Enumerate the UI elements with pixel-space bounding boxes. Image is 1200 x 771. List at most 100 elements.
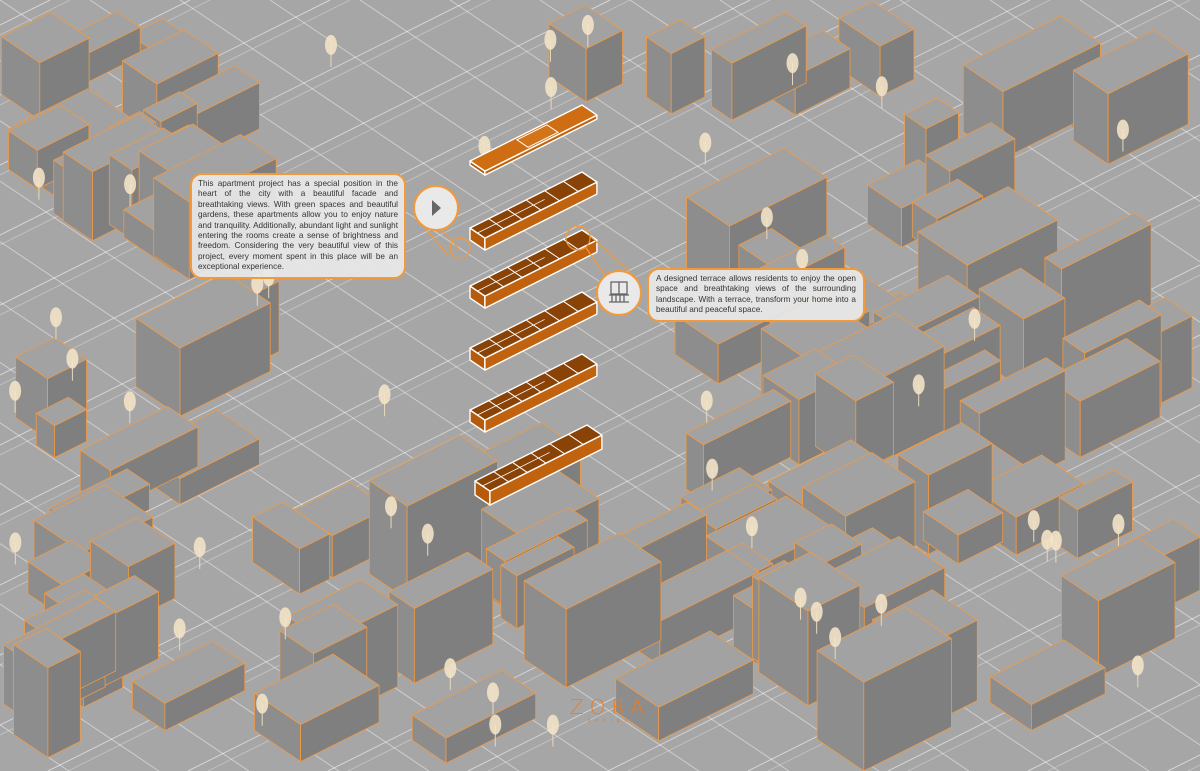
building-roof (388, 551, 494, 609)
building-roof (925, 122, 1016, 172)
building-roof (815, 354, 894, 402)
building-roof (917, 186, 1058, 266)
tree-crown (1116, 119, 1129, 140)
interior-wall (477, 381, 545, 416)
interior-wall (544, 190, 560, 202)
street-line (1187, 764, 1200, 771)
tree (32, 167, 45, 200)
leader-line (424, 227, 449, 256)
leader-focus-circle (565, 225, 591, 251)
chevron-right-icon (432, 200, 441, 216)
terrace-description-callout: A designed terrace allows residents to e… (647, 268, 865, 322)
tree (378, 384, 391, 417)
tree (1027, 510, 1040, 543)
terrace-description-text: A designed terrace allows residents to e… (656, 274, 856, 315)
apartment-floor (469, 229, 598, 309)
building-roof (33, 484, 154, 553)
tree (1116, 119, 1129, 152)
callout-leader-lines (424, 225, 631, 276)
tree (810, 601, 823, 634)
street-line (0, 0, 631, 316)
tree-crown (256, 693, 269, 714)
tree (1041, 529, 1054, 562)
building-front (47, 651, 81, 758)
building-roof (485, 506, 588, 562)
tree-crown (9, 380, 22, 401)
tree (760, 207, 773, 240)
tree-crown (875, 76, 888, 97)
tree-crown (745, 516, 758, 537)
interior-wall (477, 199, 545, 234)
tree (1049, 530, 1062, 563)
tree-crown (968, 308, 981, 329)
next-arrow-button[interactable] (413, 185, 459, 231)
building-roof (131, 640, 246, 704)
roof-slab (469, 104, 598, 176)
tree (124, 174, 137, 207)
building-roof (13, 627, 81, 669)
zora-design-logo: ZORA design (560, 696, 660, 725)
building-roof (922, 488, 1004, 536)
building-roof (1061, 536, 1176, 602)
building (615, 630, 754, 742)
tree (421, 523, 434, 556)
building-roof (411, 669, 537, 739)
tree (546, 714, 559, 747)
building-roof (254, 653, 380, 725)
interior-wall (544, 372, 560, 384)
leader-line (585, 247, 606, 276)
tree-crown (489, 714, 502, 735)
building (711, 11, 807, 121)
tree-crown (173, 618, 186, 639)
terrace-icon-bubble (596, 270, 642, 316)
tree (875, 76, 888, 109)
tree-crown (794, 587, 807, 608)
tree (256, 693, 269, 726)
building (35, 396, 87, 459)
apartment-floor (469, 291, 598, 371)
tree-crown (829, 627, 842, 648)
leader-focus-circle (449, 237, 471, 259)
tree-crown (699, 132, 712, 153)
tree (912, 374, 925, 407)
building-roof (646, 19, 706, 54)
interior-wall (477, 319, 545, 354)
building-roof (1073, 29, 1189, 95)
tree-crown (421, 523, 434, 544)
tree-crown (700, 390, 713, 411)
tree-crown (378, 384, 391, 405)
exploded-apartment-floors (469, 104, 603, 506)
building-roof (904, 97, 959, 130)
building-roof (500, 536, 575, 577)
street-line (1169, 0, 1200, 21)
building (1073, 29, 1189, 165)
apartment-floor (469, 171, 598, 251)
street-line (0, 0, 51, 26)
tree-crown (251, 273, 264, 294)
tree (486, 682, 499, 715)
building-roof (1062, 299, 1162, 354)
tree-crown (1041, 529, 1054, 550)
tree (251, 273, 264, 306)
tree (699, 132, 712, 165)
building-roof (911, 178, 983, 220)
building-roof (252, 501, 331, 550)
street-line (1027, 684, 1200, 771)
building-roof (8, 104, 90, 151)
leader-line (589, 235, 631, 273)
tree-crown (193, 537, 206, 558)
interior-wall (563, 300, 579, 312)
street-line (1047, 694, 1200, 771)
street-line (1167, 754, 1200, 771)
tree-crown (49, 307, 62, 328)
apartment-floor (469, 353, 598, 433)
tree-crown (486, 682, 499, 703)
tree (324, 34, 337, 67)
building-roof (1044, 212, 1152, 270)
building-roof (135, 272, 271, 349)
building (922, 488, 1004, 565)
tree (66, 348, 79, 381)
tree (875, 593, 888, 626)
building (411, 669, 537, 764)
